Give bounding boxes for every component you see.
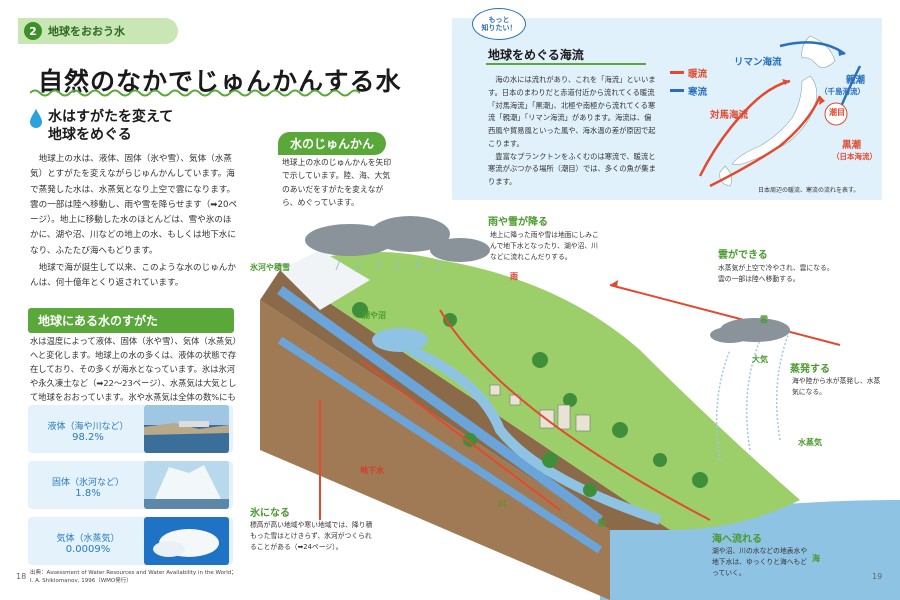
- solid-label: 固体（氷河など）: [51, 478, 124, 488]
- label-shiome: 潮目: [829, 108, 845, 117]
- section1-heading: 水はすがたを変えて 地球をめぐる: [48, 108, 173, 144]
- water-drop-icon: [30, 109, 42, 128]
- label-vapor: 水蒸気: [798, 438, 822, 447]
- chapter-banner: 2 地球をおおう水: [18, 18, 178, 44]
- liquid-value: 98.2%: [72, 432, 104, 443]
- iceberg-photo: [144, 461, 229, 509]
- land-surface: [280, 252, 800, 530]
- solid-value: 1.8%: [75, 488, 101, 499]
- warm-current-swatch: [670, 71, 684, 74]
- gas-label: 気体（水蒸気）: [56, 534, 120, 544]
- label-oyashio-sub: （千島海流）: [820, 87, 865, 96]
- chapter-title: 地球をおおう水: [48, 25, 125, 38]
- label-air: 大気: [752, 355, 768, 364]
- liquid-label: 液体（海や川など）: [47, 422, 129, 432]
- source-note: 出典：Assessment of Water Resources and Wat…: [30, 570, 237, 585]
- snow-peak: [280, 250, 370, 310]
- ice-body: 標高が高い地域や寒い地域では、降り積もった雪はとけきらず、氷河がつくられることが…: [250, 521, 373, 551]
- label-lake: 湖や沼: [362, 311, 386, 320]
- legend-cold: 寒流: [688, 87, 708, 98]
- ocean-coast-photo: [144, 405, 229, 453]
- water-cycle-illustration: [260, 216, 900, 600]
- label-glacier: 氷河や積雪: [250, 263, 290, 272]
- page-number-right: 19: [872, 572, 883, 581]
- section1-heading-line2: 地球をめぐる: [48, 127, 132, 144]
- ocean-heading-underline: [486, 63, 646, 65]
- legend-warm: 暖流: [688, 69, 708, 80]
- cold-current-swatch: [670, 89, 684, 92]
- cycle-body: 地球上の水のじゅんかんを矢印で示しています。陸、海、大気のあいだをすがたを変えな…: [282, 158, 392, 207]
- cloud-body: 水蒸気が上空で冷やされ、雲になる。雲の一部は陸へ移動する。: [718, 264, 834, 283]
- label-land: 陸: [598, 519, 606, 528]
- title-wave-divider: [30, 89, 360, 97]
- chapter-number: 2: [24, 22, 42, 40]
- river-shape: [408, 345, 662, 525]
- label-tsushima: 対馬海流: [710, 110, 749, 121]
- section2-heading: 地球にある水のすがた: [28, 308, 234, 333]
- map-caption: 日本周辺の暖流、寒流の流れを表す。: [758, 187, 860, 194]
- lake-shape: [372, 328, 428, 352]
- rain-heading: 雨や雪が降る: [488, 217, 548, 228]
- label-kuroshio-sub: （日本海流）: [832, 152, 877, 161]
- source-line2: I. A. Shiklomanov, 1996（WMO発行）: [30, 577, 132, 584]
- kyushu-shape: [719, 165, 732, 187]
- solid-card: 固体（氷河など） 1.8%: [28, 461, 233, 509]
- evap-body: 海や陸から水が蒸発し、水蒸気になる。: [792, 377, 881, 396]
- cloud-heading: 雲ができる: [718, 250, 768, 261]
- label-groundwater: 地下水: [360, 466, 384, 475]
- label-river: 川: [498, 499, 506, 508]
- liquid-card: 液体（海や川など） 98.2%: [28, 405, 233, 453]
- label-liman: リマン海流: [734, 57, 782, 68]
- evap-heading: 蒸発する: [790, 364, 830, 375]
- label-kuroshio: 黒潮: [842, 140, 862, 151]
- page-number-left: 18: [16, 572, 27, 581]
- rain-body: 地上に降った雨や雪は地面にしみこんで地下水となったり、湖や沼、川などに流れこんだ…: [490, 231, 599, 261]
- japan-current-map: [698, 35, 862, 188]
- label-cloud: 雲: [760, 315, 768, 324]
- section1-paragraph2: 地球で海が誕生して以来、このような水のじゅんかんは、何十億年とくり返されています…: [30, 263, 236, 289]
- cycle-heading: 水のじゅんかん: [278, 132, 387, 155]
- ice-heading: 氷になる: [250, 508, 290, 519]
- source-line1: 出典：Assessment of Water Resources and Wat…: [30, 570, 237, 576]
- sea-heading: 海へ流れる: [712, 534, 762, 545]
- ocean-body: 海の水には流れがあり、これを「海流」といいます。日本のまわりだと赤道付近から流れ…: [488, 74, 656, 189]
- label-sea: 海: [812, 554, 820, 563]
- ocean-paragraph1: 海の水には流れがあり、これを「海流」といいます。日本のまわりだと赤道付近から流れ…: [488, 75, 656, 148]
- learn-more-badge: もっと 知りたい！: [472, 8, 526, 40]
- gas-value: 0.0009%: [65, 544, 111, 555]
- badge-line2: 知りたい！: [481, 24, 517, 32]
- hokkaido-shape: [801, 35, 836, 68]
- clouds-photo: [144, 517, 229, 565]
- soil-cross-section: [260, 300, 610, 600]
- label-oyashio: 親潮: [846, 75, 866, 86]
- section1-body: 地球上の水は、液体、固体（氷や雪）、気体（水蒸気）とすがたを変えながらじゅんかん…: [30, 152, 240, 292]
- badge-line1: もっと: [488, 15, 510, 24]
- section1-heading-line1: 水はすがたを変えて: [48, 109, 174, 125]
- sea-body: 湖や沼、川の水などの地表水や地下水は、ゆっくりと海へもどっていく。: [712, 547, 808, 577]
- label-rain: 雨: [510, 272, 518, 281]
- section1-paragraph1: 地球上の水は、液体、固体（氷や雪）、気体（水蒸気）とすがたを変えながらじゅんかん…: [30, 154, 238, 256]
- ocean-paragraph2: 豊富なプランクトンをふくむのは寒流で、暖流と寒流がぶつかる場所（潮目）では、多く…: [488, 151, 656, 187]
- gas-card: 気体（水蒸気） 0.0009%: [28, 517, 233, 565]
- ocean-heading: 地球をめぐる海流: [488, 48, 584, 62]
